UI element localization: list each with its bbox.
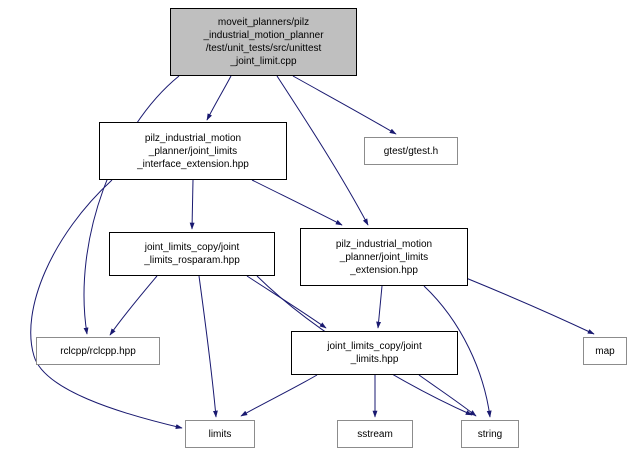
edge-rosparam-to-limits: [198, 275, 218, 418]
edge-joint-limits-to-limits: [240, 374, 318, 417]
node-limits: limits: [185, 420, 255, 448]
edge-extension-to-map: [465, 277, 595, 335]
edge-root-to-extension: [276, 75, 369, 226]
edge-root-to-gtest: [292, 75, 397, 135]
edge-interface-extension-to-limits: [30, 179, 183, 429]
edge-extension-to-joint-limits: [376, 285, 383, 329]
node-joint-limits-rosparam-hpp[interactable]: joint_limits_copy/joint _limits_rosparam…: [109, 232, 275, 276]
edge-root-to-interface-extension: [206, 75, 232, 121]
node-sstream: sstream: [337, 420, 413, 448]
node-unittest-joint-limit-cpp: moveit_planners/pilz _industrial_motion_…: [170, 8, 357, 76]
edge-joint-limits-to-string: [418, 374, 477, 417]
node-joint-limits-interface-extension-hpp[interactable]: pilz_industrial_motion _planner/joint_li…: [99, 122, 287, 180]
node-gtest-h: gtest/gtest.h: [364, 137, 458, 165]
node-rclcpp-hpp: rclcpp/rclcpp.hpp: [36, 337, 160, 365]
node-joint-limits-hpp[interactable]: joint_limits_copy/joint _limits.hpp: [291, 331, 458, 375]
edge-rosparam-to-rclcpp: [109, 275, 158, 336]
node-map: map: [583, 337, 627, 365]
node-string: string: [461, 420, 519, 448]
node-joint-limits-extension-hpp[interactable]: pilz_industrial_motion _planner/joint_li…: [300, 228, 468, 286]
edge-interface-extension-to-rosparam: [189, 179, 195, 230]
edge-interface-extension-to-extension: [251, 179, 343, 226]
edge-root-to-rclcpp: [83, 75, 180, 335]
